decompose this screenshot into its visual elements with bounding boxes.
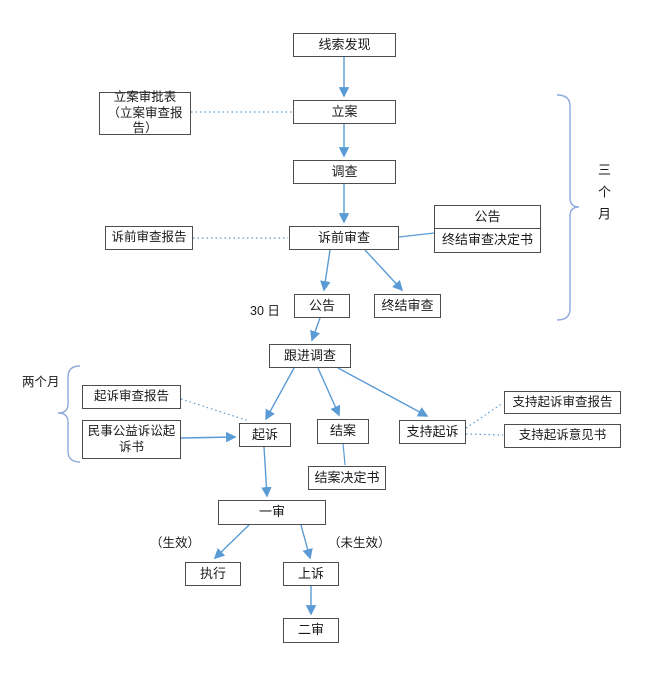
arrow-indictment-to-prosecution (180, 431, 237, 443)
arrow-firstinstance-to-execution (213, 524, 250, 560)
arrow-prereview-to-termination (364, 249, 404, 292)
arrow-prereview-to-announcement (320, 249, 331, 292)
node-investigation: 调查 (293, 160, 396, 184)
line-prereview-to-rightstack (398, 232, 435, 238)
label-30-days: 30 日 (250, 304, 280, 318)
label-not-effective: （未生效） (328, 536, 391, 550)
line-caseclosed-to-closingdecision (342, 442, 346, 466)
arrow-announcement-to-followup (310, 317, 321, 342)
label-effective: （生效） (150, 536, 201, 550)
arrow-followup-to-prosecution (265, 367, 295, 421)
node-follow-up-investigation: 跟进调查 (269, 344, 351, 368)
node-first-instance: 一审 (218, 500, 326, 525)
node-appeal: 上诉 (283, 562, 339, 586)
arrow-followup-to-support (337, 367, 429, 417)
arrow-firstinstance-to-appeal (300, 524, 313, 560)
node-execution: 执行 (185, 562, 241, 586)
dotted-support-to-supportopinion (465, 433, 504, 436)
doc-filing-approval-form: 立案审批表（立案审查报告） (99, 90, 191, 135)
brace-two-months (57, 365, 81, 463)
arrow-followup-to-caseclosed (317, 367, 341, 417)
node-termination-review: 终结审查 (374, 294, 441, 318)
arrow-prosecution-to-firstinstance (261, 446, 272, 498)
doc-civil-indictment: 民事公益诉讼起诉书 (82, 420, 181, 459)
node-announcement-right: 公告 (434, 205, 541, 229)
dotted-prosecutionreport-to-prosecution (180, 398, 250, 422)
doc-prosecution-report: 起诉审查报告 (82, 385, 181, 409)
doc-pre-litigation-report: 诉前审查报告 (105, 226, 193, 250)
node-announcement: 公告 (294, 294, 350, 318)
node-prosecution: 起诉 (239, 423, 291, 447)
brace-three-months (556, 94, 580, 321)
node-pre-litigation-review: 诉前审查 (289, 226, 399, 250)
label-two-months: 两个月 (22, 375, 60, 389)
node-closing-decision: 结案决定书 (308, 466, 386, 490)
node-case-filing: 立案 (293, 100, 396, 124)
doc-support-prosecution-opinion: 支持起诉意见书 (504, 424, 621, 448)
node-termination-decision: 终结审查决定书 (434, 228, 541, 253)
label-three-months: 三个月 (596, 163, 611, 229)
node-second-instance: 二审 (283, 618, 339, 643)
node-case-closed: 结案 (317, 419, 369, 444)
dotted-support-to-supportreport (465, 402, 504, 429)
node-clue-discovery: 线索发现 (293, 33, 396, 57)
doc-support-prosecution-report: 支持起诉审查报告 (504, 391, 621, 414)
node-support-prosecution: 支持起诉 (399, 420, 466, 444)
